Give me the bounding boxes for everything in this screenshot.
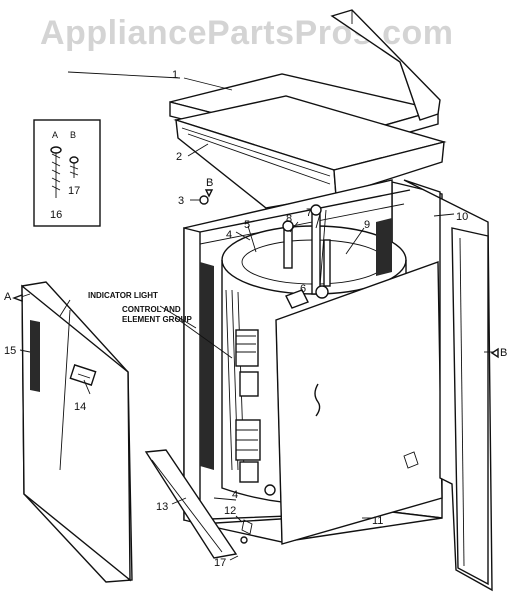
section-mark-a: A <box>4 291 12 303</box>
leader-lines <box>17 71 496 561</box>
front-access-cover <box>275 261 443 545</box>
callout-4-top: 4 <box>226 229 232 241</box>
bottom-trim-panel <box>144 449 238 559</box>
section-mark-b-right: B <box>500 347 507 359</box>
section-marks: A B B <box>4 177 507 359</box>
callout-9: 9 <box>364 219 370 231</box>
callout-numbers: 1 2 3 4 5 6 7 8 9 10 11 12 13 14 15 4 17 <box>4 69 468 569</box>
callout-17-bottom: 17 <box>214 557 226 569</box>
callout-4-bottom: 4 <box>232 489 238 501</box>
note-element-group: ELEMENT GROUP <box>122 315 192 324</box>
callout-11: 11 <box>372 515 383 527</box>
note-indicator-light: INDICATOR LIGHT <box>88 291 158 300</box>
callout-6: 6 <box>300 283 306 295</box>
callout-2: 2 <box>176 151 182 163</box>
legend-col-a: A <box>52 130 58 140</box>
callout-15: 15 <box>4 345 16 357</box>
callout-8: 8 <box>286 213 292 225</box>
callout-14: 14 <box>74 401 86 413</box>
legend-16: 16 <box>50 209 62 221</box>
legend-17: 17 <box>68 185 80 197</box>
insulation-pad <box>173 95 447 209</box>
callout-7: 7 <box>306 207 312 219</box>
legend-col-b: B <box>70 130 76 140</box>
note-control-and: CONTROL AND <box>122 305 181 314</box>
rear-panel <box>403 179 493 592</box>
screw-legend <box>33 119 101 227</box>
callout-12: 12 <box>224 505 236 517</box>
callout-3: 3 <box>178 195 184 207</box>
water-heater-tank <box>221 204 407 505</box>
section-mark-b-top: B <box>206 177 213 189</box>
indicator-note: INDICATOR LIGHT CONTROL AND ELEMENT GROU… <box>88 291 192 324</box>
screw-legend-labels: A B 16 17 <box>50 130 80 221</box>
insulation-strip <box>200 218 392 470</box>
callout-10: 10 <box>456 211 468 223</box>
left-end-panel <box>21 281 133 583</box>
callout-13: 13 <box>156 501 168 513</box>
control-element-group <box>235 329 276 496</box>
callout-5: 5 <box>244 219 250 231</box>
callout-1: 1 <box>172 69 178 81</box>
